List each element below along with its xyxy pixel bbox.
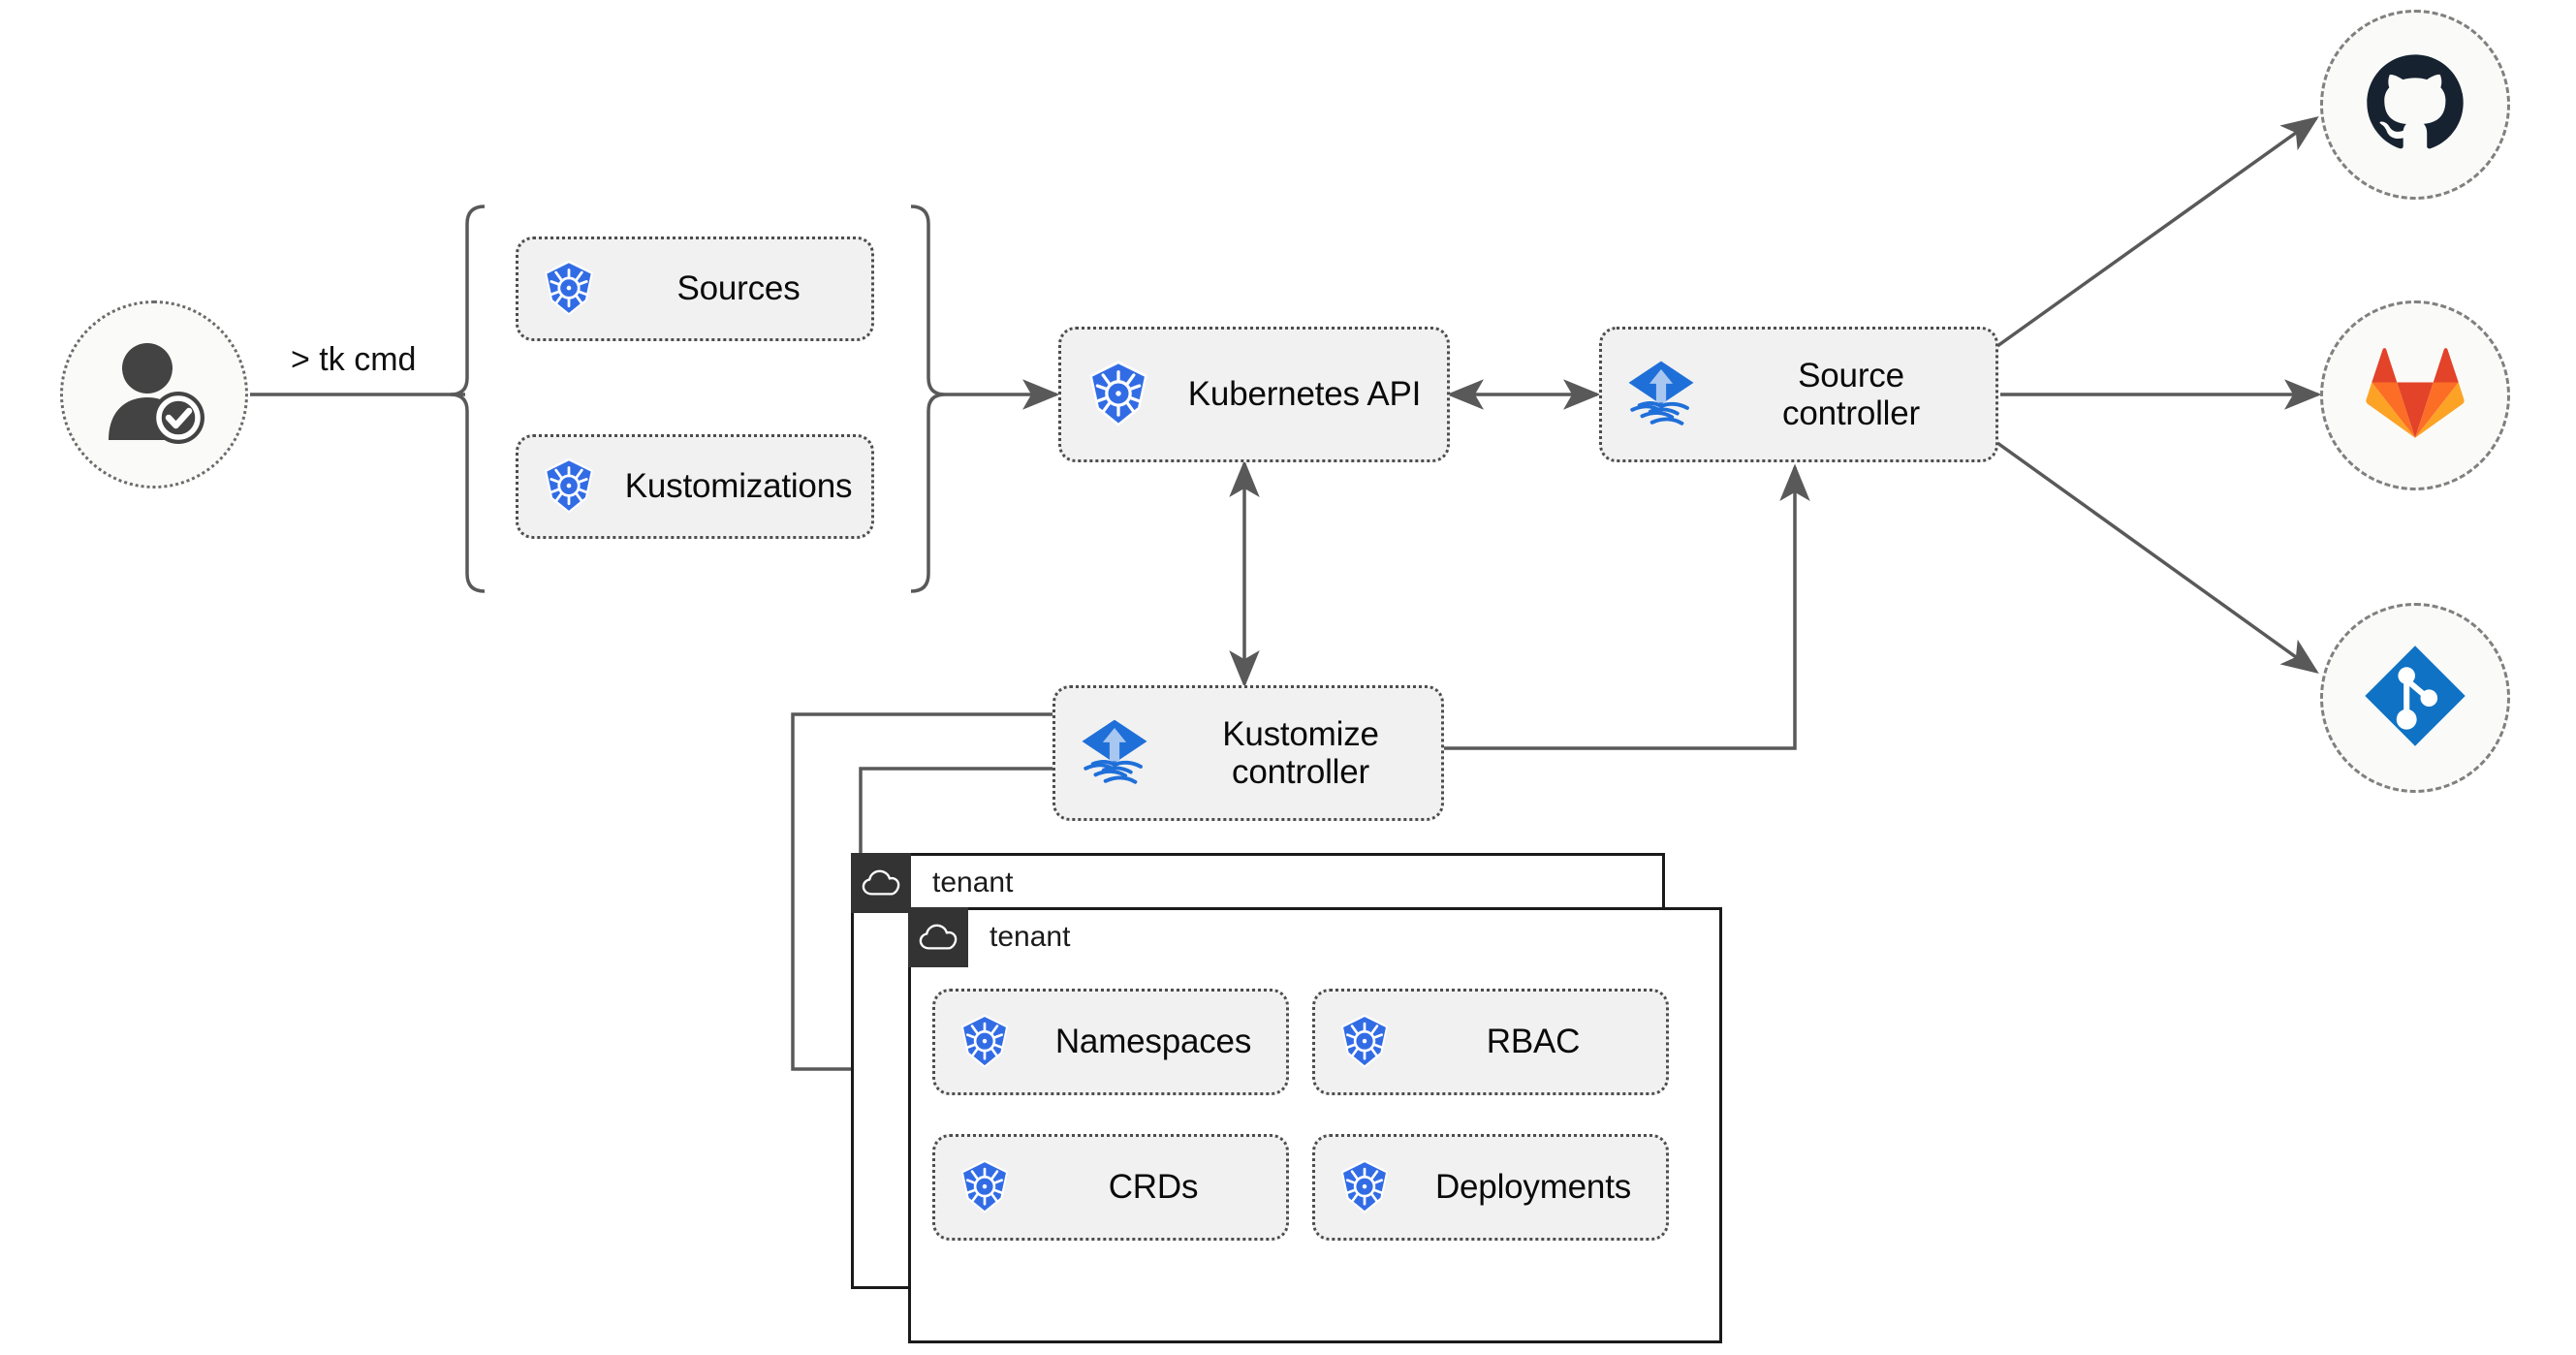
kubernetes-icon [1315,1157,1414,1217]
tenant-tab-inner-label: tenant [990,921,1071,953]
node-rbac-label: RBAC [1486,1023,1581,1061]
command-label: > tk cmd [291,341,417,378]
node-sources[interactable]: Sources [516,236,874,341]
actor-circle [60,300,248,488]
node-kustomize-controller-line1: Kustomize [1222,714,1379,753]
flux-icon [1055,714,1174,792]
node-source-controller-line2: controller [1782,394,1920,432]
node-rbac[interactable]: RBAC [1312,989,1669,1095]
kubernetes-icon [935,1012,1034,1072]
node-namespaces-label: Namespaces [1054,1023,1252,1061]
brace-left [450,205,486,593]
kubernetes-icon [518,258,619,320]
node-kustomize-controller-line2: controller [1232,753,1369,791]
node-namespaces[interactable]: Namespaces [932,989,1289,1095]
node-source-controller[interactable]: Source controller [1599,327,1998,462]
node-kustomizations[interactable]: Kustomizations [516,434,874,539]
node-kustomize-controller[interactable]: Kustomize controller [1052,685,1444,821]
tenant-panel-inner[interactable]: tenant [908,907,1722,1343]
connector-source-to-github [1995,115,2319,348]
provider-git[interactable] [2320,603,2510,793]
node-crds[interactable]: CRDs [932,1134,1289,1241]
kubernetes-icon [1315,1012,1414,1072]
tenant-tab-inner: tenant [908,907,1070,967]
flux-icon [1602,356,1720,433]
cloud-icon [851,853,911,913]
node-deployments-label: Deployments [1434,1168,1632,1207]
cloud-icon [908,907,968,967]
node-crds-label: CRDs [1108,1168,1199,1207]
provider-gitlab[interactable] [2320,300,2510,490]
node-sources-label: Sources [676,269,801,308]
kubernetes-icon [518,456,619,518]
connector-kustomize-to-source [1440,463,1810,750]
node-deployments[interactable]: Deployments [1312,1134,1669,1241]
provider-github[interactable] [2320,10,2510,200]
node-source-controller-line1: Source [1798,356,1904,394]
node-kustomizations-label: Kustomizations [624,467,853,506]
node-kubernetes-api[interactable]: Kubernetes API [1058,327,1450,462]
git-azure-repos-icon [2362,643,2468,754]
node-source-controller-label: Source controller [1720,357,1995,432]
kubernetes-icon [935,1157,1034,1217]
github-icon [2363,50,2467,160]
gitlab-icon [2365,346,2466,446]
node-kubernetes-api-label: Kubernetes API [1187,375,1422,414]
kubernetes-icon [1061,358,1176,431]
brace-right [910,205,946,593]
user-verified-icon [105,341,205,448]
node-kustomize-controller-label: Kustomize controller [1174,715,1441,791]
connector-source-to-git [1995,441,2319,675]
tenant-tab-outer: tenant [851,853,1013,913]
tenant-tab-outer-label: tenant [932,867,1014,898]
